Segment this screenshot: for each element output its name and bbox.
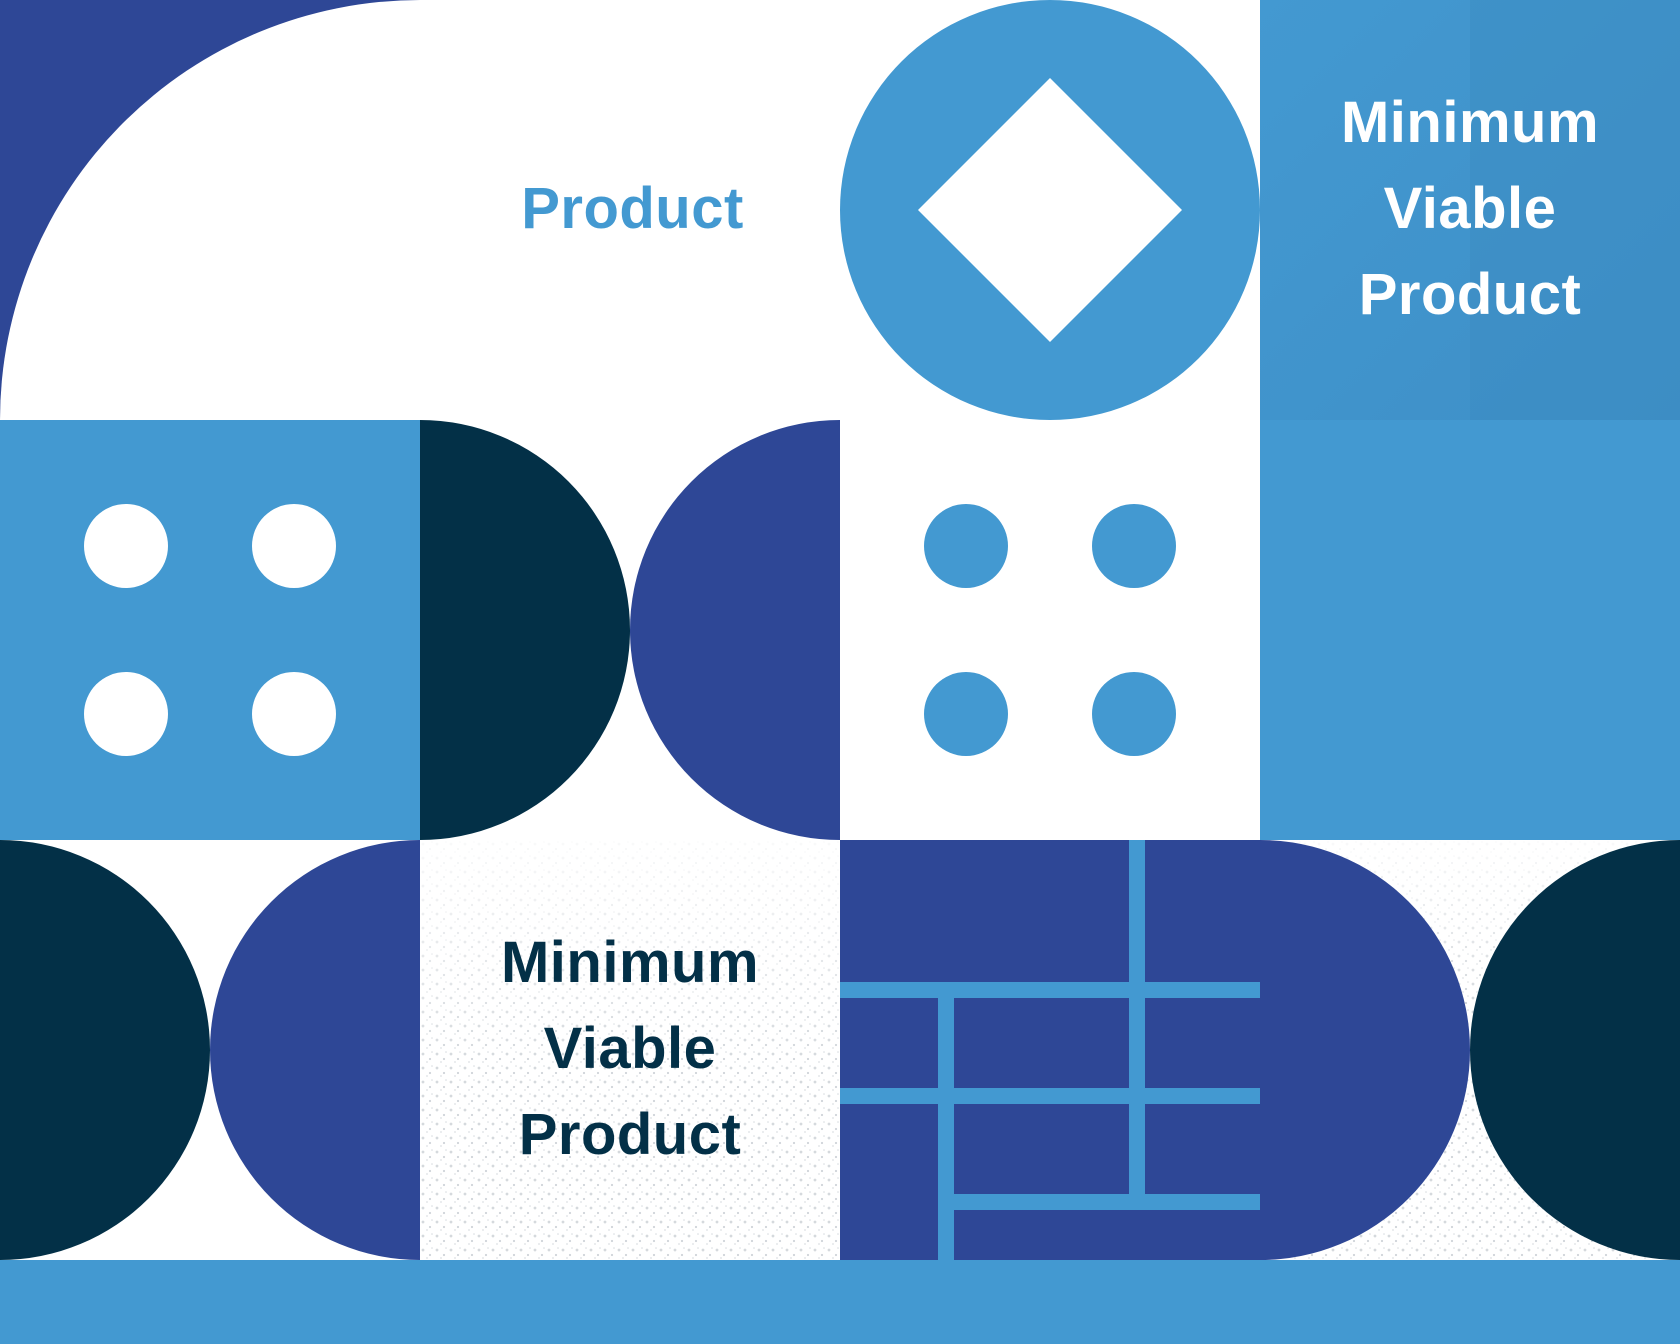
diamond-icon <box>918 78 1182 342</box>
mvp-top-line-1: Minimum <box>1340 90 1600 155</box>
tile-row3-half-circles <box>0 840 420 1260</box>
product-label: Product <box>470 166 795 252</box>
mvp-bottom-line-3: Product <box>518 1102 742 1167</box>
tile-circle-diamond <box>840 0 1260 420</box>
tile-mvp-top-bg <box>1260 0 1680 840</box>
tile-four-white-dots <box>0 420 420 840</box>
tile-four-blue-dots <box>840 420 1260 840</box>
mvp-label-bottom: Minimum Viable Product <box>420 920 840 1178</box>
tile-product-label-bg <box>420 0 840 420</box>
tile-row3-right <box>1260 840 1680 1260</box>
tile-quarter-circle <box>0 0 420 420</box>
mvp-top-line-3: Product <box>1358 262 1582 327</box>
tile-grid <box>840 840 1260 1260</box>
tile-half-circles <box>420 420 840 840</box>
product-label-text: Product <box>521 176 744 241</box>
tile-mvp-bottom-bg <box>420 840 840 1260</box>
mvp-bottom-line-2: Viable <box>543 1016 717 1081</box>
bottom-strip <box>0 1260 1680 1344</box>
mvp-bottom-line-1: Minimum <box>500 930 760 995</box>
mvp-top-line-2: Viable <box>1383 176 1557 241</box>
mvp-label-top: Minimum Viable Product <box>1260 80 1680 338</box>
